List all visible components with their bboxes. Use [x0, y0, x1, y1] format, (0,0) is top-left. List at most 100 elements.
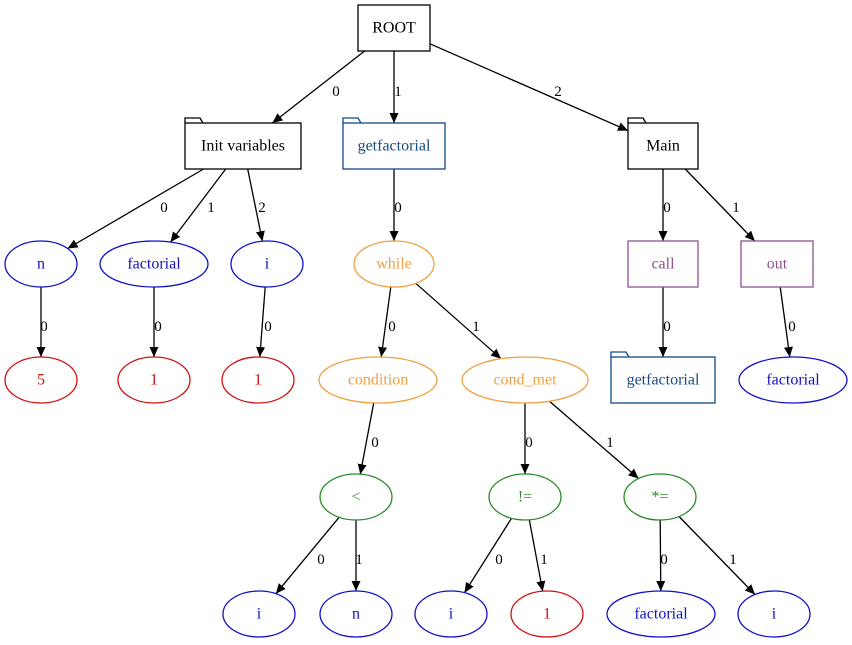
edge-root-to-getfactorial: 1: [389, 51, 402, 123]
edge-label: 0: [40, 319, 48, 335]
node-n_var: n: [4, 240, 78, 288]
node-call_target: getfactorial: [610, 351, 716, 404]
edge-label: 1: [355, 552, 363, 568]
node-val_5: 5: [4, 356, 78, 404]
node-label: getfactorial: [358, 138, 431, 155]
node-label: <: [351, 489, 360, 506]
node-shape: [4, 356, 78, 404]
edge-arrow: [429, 43, 629, 132]
node-label: condition: [348, 372, 408, 389]
edge-arrow: [271, 50, 366, 124]
edge-less_than-to-lt_n: 1: [351, 520, 363, 591]
folder-tab: [342, 117, 362, 124]
edge-not_equal-to-ne_1: 1: [528, 519, 548, 592]
edge-label: 0: [264, 319, 272, 335]
edge-label: 1: [394, 84, 402, 100]
node-label: while: [376, 256, 412, 273]
edge-i_var-to-val_1b: 0: [256, 286, 272, 358]
edge-label: 1: [207, 200, 215, 216]
node-shape: [342, 122, 446, 170]
node-label: n: [352, 606, 360, 623]
edge-label: 1: [606, 435, 614, 451]
edge-arrow: [247, 168, 265, 242]
edge-arrow: [67, 168, 204, 250]
edge-not_equal-to-ne_i: 0: [463, 517, 513, 594]
node-label: 1: [543, 606, 551, 623]
node-label: 1: [150, 372, 158, 389]
node-label: out: [767, 256, 788, 273]
edge-init-to-factorial_var: 1: [169, 168, 227, 243]
node-label: i: [257, 606, 262, 623]
edge-arrow: [378, 286, 392, 358]
folder-tab: [184, 117, 204, 124]
edge-label: 0: [660, 552, 668, 568]
edge-label: 2: [258, 200, 266, 216]
edge-label: 0: [332, 84, 340, 100]
node-label: 5: [37, 372, 45, 389]
edge-label: 0: [525, 435, 533, 451]
node-shape: [606, 590, 716, 638]
edge-label: 2: [554, 84, 562, 100]
node-condition: condition: [318, 356, 438, 404]
edge-out-to-out_factorial: 0: [779, 286, 796, 358]
node-label: getfactorial: [627, 372, 700, 389]
edge-label: 0: [154, 319, 162, 335]
node-call: call: [627, 240, 699, 288]
edge-arrow: [656, 519, 666, 592]
node-val_1b: 1: [221, 356, 295, 404]
node-shape: [319, 590, 393, 638]
edge-cond_met-to-times_assign: 1: [549, 400, 640, 479]
node-val_1a: 1: [117, 356, 191, 404]
edge-arrow: [678, 516, 756, 595]
folder-tab: [627, 117, 647, 124]
node-shape: [627, 122, 699, 170]
node-label: i: [772, 606, 777, 623]
node-shape: [222, 590, 296, 638]
edge-label: 1: [732, 200, 740, 216]
node-lt_i: i: [222, 590, 296, 638]
edge-arrow: [415, 282, 502, 360]
edge-label: 0: [160, 200, 168, 216]
node-shape: [610, 356, 716, 404]
node-out_factorial: factorial: [738, 356, 848, 404]
edge-main-to-call: 0: [658, 169, 671, 241]
node-shape: [488, 473, 562, 521]
node-shape: [184, 122, 302, 170]
node-label: n: [37, 256, 45, 273]
edge-arrow: [463, 517, 513, 594]
node-cond_met: cond_met: [461, 356, 589, 404]
node-shape: [627, 240, 699, 288]
edge-label: 0: [394, 200, 402, 216]
edge-times_assign-to-ta_i: 1: [678, 516, 756, 595]
node-label: 1: [254, 372, 262, 389]
node-ta_i: i: [737, 590, 811, 638]
edge-label: 1: [729, 552, 737, 568]
node-lt_n: n: [319, 590, 393, 638]
node-label: factorial: [127, 256, 181, 273]
edge-label: 0: [663, 200, 671, 216]
edge-label: 0: [788, 319, 796, 335]
edge-arrow: [779, 286, 793, 358]
edge-arrow: [256, 286, 266, 358]
edge-main-to-out: 1: [684, 168, 756, 242]
node-label: Main: [646, 138, 680, 155]
node-init: Init variables: [184, 117, 302, 170]
node-label: !=: [518, 489, 532, 506]
node-shape: [357, 4, 431, 52]
edge-condition-to-less_than: 0: [357, 402, 379, 475]
node-shape: [737, 590, 811, 638]
node-label: Init variables: [201, 138, 285, 155]
edge-arrow: [357, 402, 375, 475]
node-shape: [221, 356, 295, 404]
edge-label: 0: [388, 319, 396, 335]
node-ta_factorial: factorial: [606, 590, 716, 638]
edge-label: 0: [495, 552, 503, 568]
edge-root-to-init: 0: [271, 50, 366, 124]
node-label: call: [651, 256, 675, 273]
edge-arrow: [275, 516, 340, 595]
node-label: i: [265, 256, 270, 273]
edge-arrow: [684, 168, 756, 242]
node-label: i: [449, 606, 454, 623]
